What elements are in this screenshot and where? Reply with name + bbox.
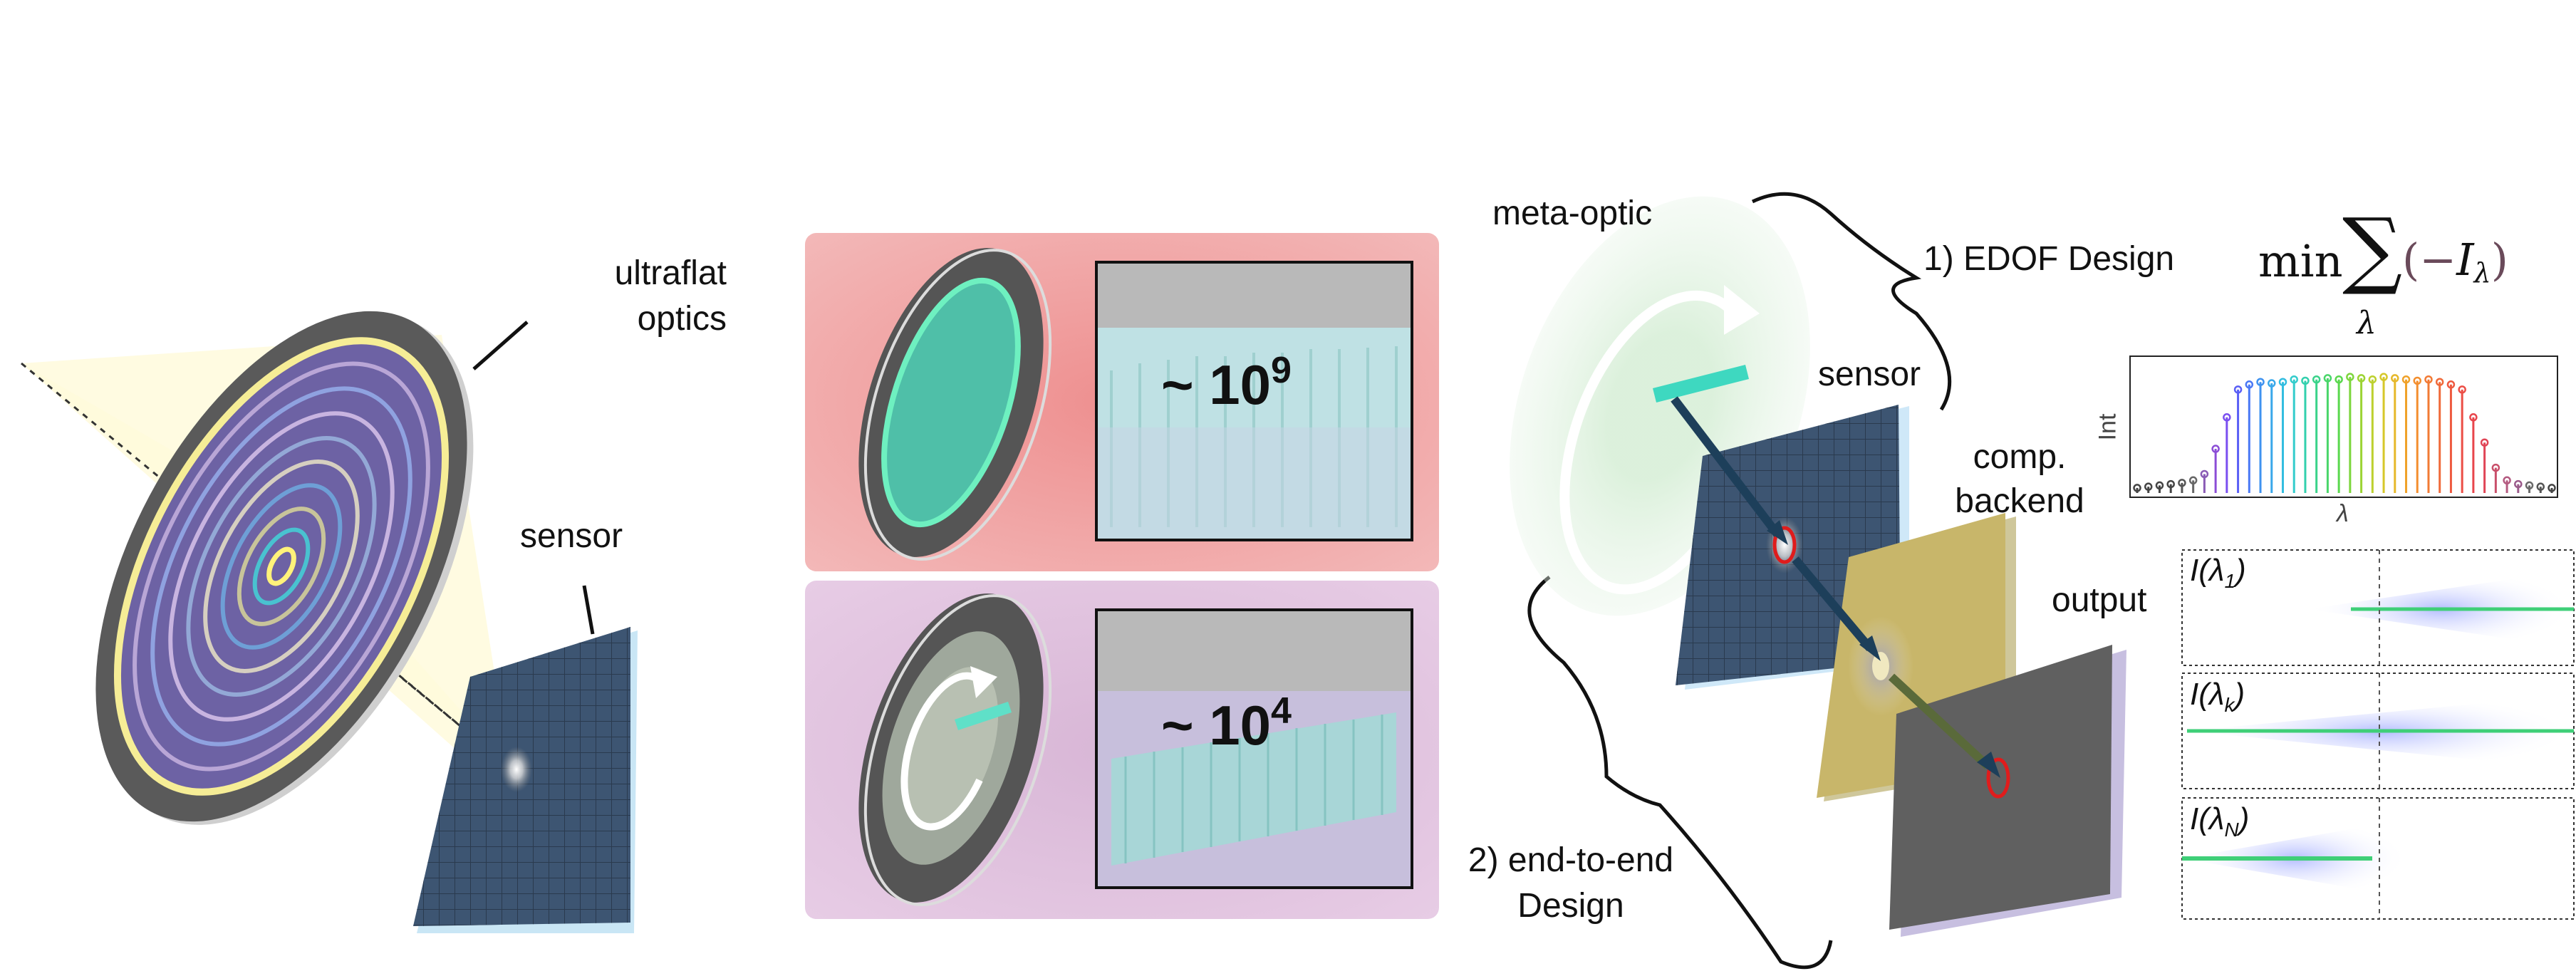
spectrum-point: [2155, 481, 2164, 490]
spectrum-point: [2268, 379, 2276, 388]
panel-large-scale: [805, 233, 1439, 571]
spectrum-point: [2290, 375, 2298, 384]
label-edof-design: 1) EDOF Design: [1923, 240, 2175, 278]
label-backend: backend: [1955, 482, 2084, 520]
spectrum-point: [2413, 376, 2421, 385]
panel-small-scale: [805, 581, 1439, 919]
spectrum-point: [2223, 413, 2231, 422]
left-optics-illustration: [21, 311, 638, 933]
spectrum-point: [2435, 378, 2444, 386]
spectrum-point: [2525, 481, 2534, 490]
spectrum-point: [2200, 469, 2209, 479]
spectrum-point: [2301, 376, 2310, 385]
panel-label-1: I(λ1): [2190, 553, 2246, 592]
spectrum-point: [2514, 479, 2523, 489]
spectrum-point: [2480, 438, 2489, 447]
ultraflat-pointer: [472, 321, 529, 370]
spectrum-point: [2491, 463, 2500, 472]
spectrum-point: [2391, 374, 2399, 383]
spectrum-point: [2548, 484, 2556, 492]
lens-aperture-large: [881, 277, 1021, 528]
scale-label-top: ~ 109: [1161, 350, 1292, 416]
label-optics: optics: [637, 300, 727, 338]
intensity-panel-k: [2181, 673, 2575, 789]
spectrum-point: [2256, 378, 2265, 386]
spectrum-point: [2503, 476, 2511, 485]
label-design: Design: [1517, 887, 1624, 925]
spectrum-point: [2424, 375, 2433, 384]
radial-line-segment: [955, 702, 1012, 730]
label-output: output: [2052, 581, 2147, 619]
spectrum-point: [2178, 479, 2186, 487]
brace-top: [1751, 192, 1952, 411]
spectrum-point: [2446, 380, 2456, 389]
panel-label-k: I(λk): [2190, 677, 2245, 716]
formula-sum-sub: λ: [2357, 305, 2377, 341]
spectrum-point: [2245, 380, 2254, 389]
panel-label-n: I(λN): [2190, 801, 2250, 841]
chart-ylabel: Int: [2094, 413, 2121, 441]
chart-xlabel: λ: [2337, 500, 2349, 527]
intensity-panels: [2181, 549, 2575, 920]
brace-bottom: [1527, 576, 1833, 970]
spectrum-point: [2334, 375, 2343, 384]
spectrum-point: [2144, 482, 2153, 491]
formula-body: (−Iλ): [2402, 234, 2508, 289]
spectrum-point: [2469, 413, 2478, 422]
spectrum-point: [2536, 482, 2545, 491]
spectrum-chart: [2129, 355, 2558, 498]
left-sensor: [413, 627, 638, 933]
scale-label-bottom: ~ 104: [1161, 690, 1292, 757]
nanopillar-row-sparse: [1111, 712, 1396, 866]
label-sensor-right: sensor: [1818, 355, 1921, 393]
spectrum-point: [2379, 373, 2388, 381]
label-comp: comp.: [1973, 438, 2067, 476]
spectrum-point: [2346, 373, 2354, 381]
spectrum-point: [2357, 374, 2366, 383]
spectrum-point: [2166, 479, 2175, 489]
spectrum-point: [2233, 385, 2243, 394]
intensity-panel-n: [2181, 797, 2575, 920]
formula-min: min: [2258, 235, 2343, 287]
meta-optic-segment: [1653, 365, 1749, 403]
formula-sum: ∑: [2342, 199, 2403, 298]
label-end-to-end: 2) end-to-end: [1468, 841, 1674, 879]
label-meta-optic: meta-optic: [1492, 194, 1653, 232]
spectrum-point: [2188, 476, 2198, 485]
pipeline-illustration: [1510, 192, 2126, 970]
spectrum-point: [2211, 445, 2220, 453]
label-ultraflat: ultraflat: [614, 254, 727, 292]
spectrum-point: [2133, 484, 2141, 492]
rotation-arrow-icon: [900, 672, 986, 831]
sensor-pointer: [582, 585, 595, 635]
spectrum-point: [2278, 378, 2287, 386]
label-sensor-left: sensor: [520, 517, 623, 555]
intensity-panel-1: [2181, 549, 2575, 666]
spectrum-point: [2458, 385, 2466, 394]
spectrum-point: [2368, 375, 2377, 384]
spectrum-point: [2323, 374, 2332, 383]
ultraflat-lens-disk: [95, 311, 474, 825]
spectrum-point: [2401, 375, 2411, 384]
spectrum-point: [2312, 375, 2321, 384]
